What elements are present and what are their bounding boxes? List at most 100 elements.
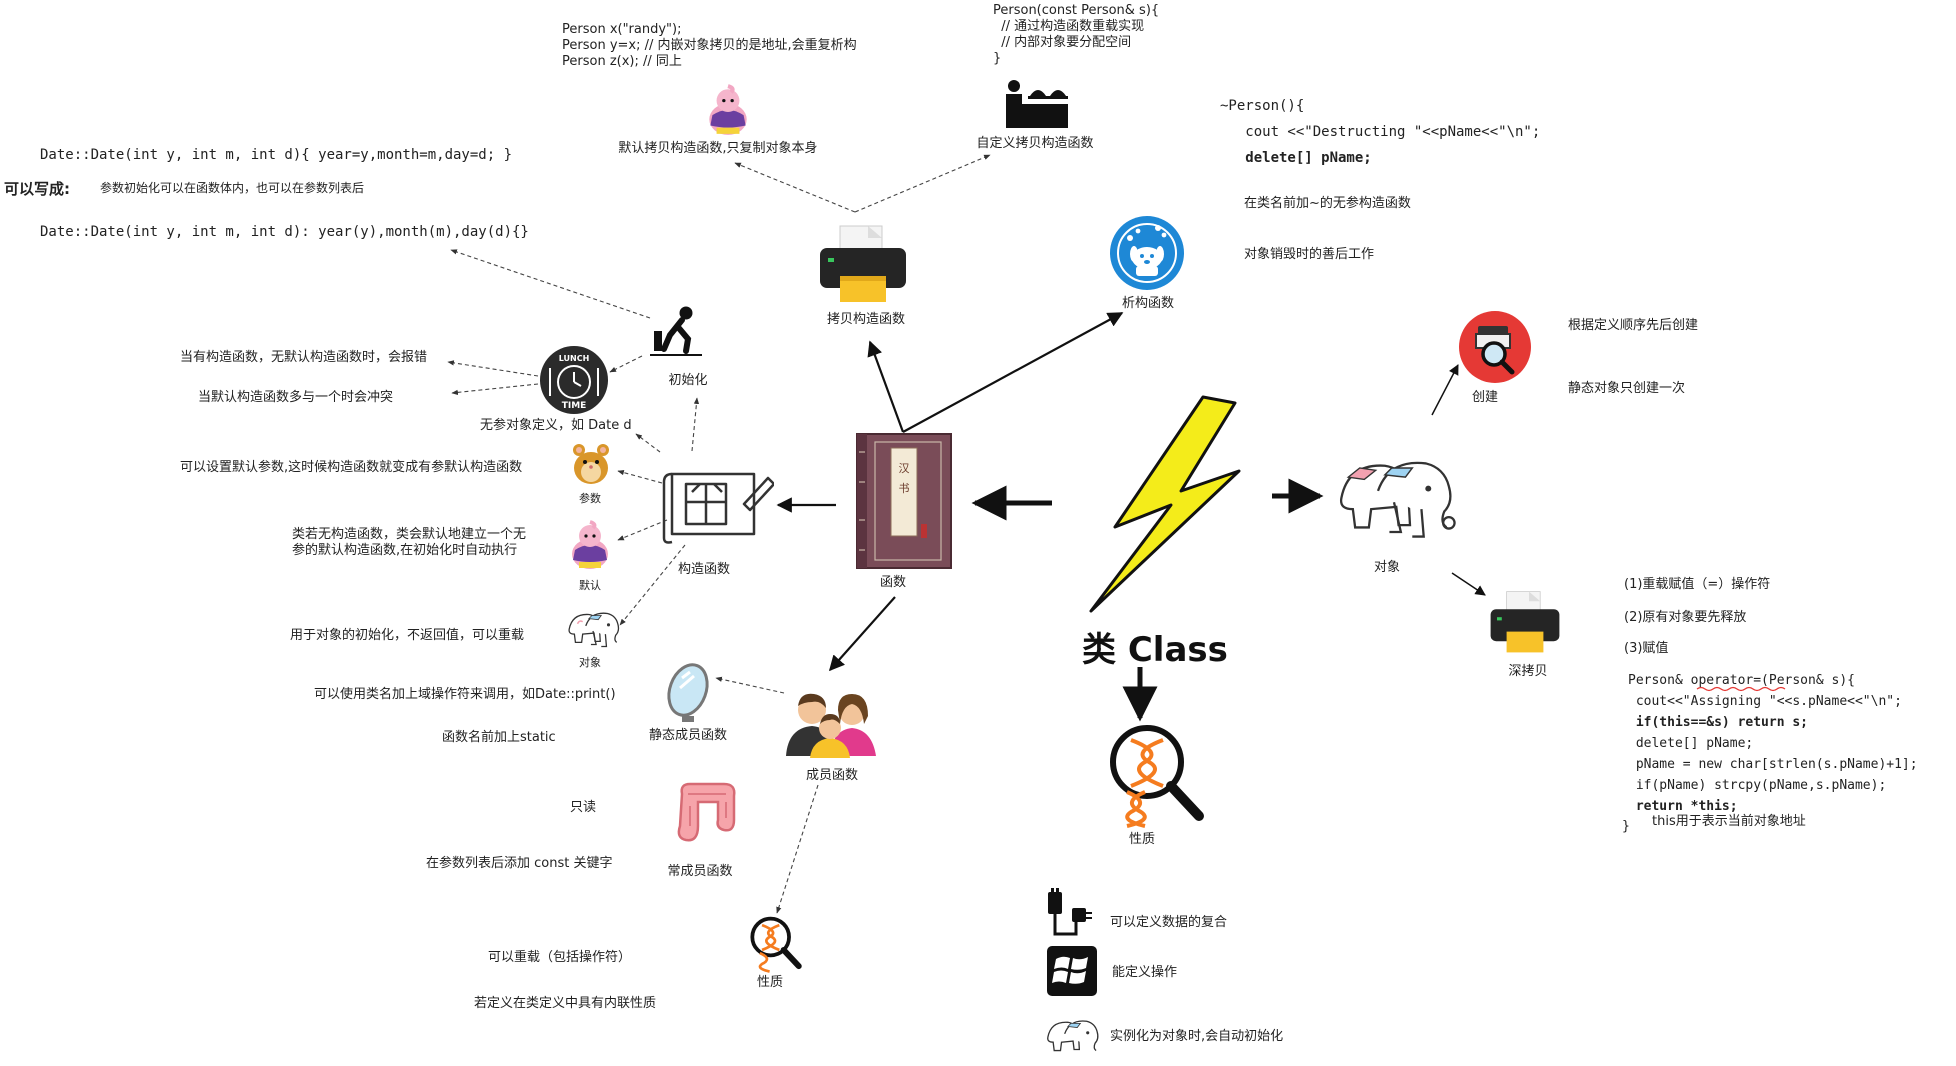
node-default-copy-label: 默认拷贝构造函数,只复制对象本身: [618, 141, 818, 156]
node-param-label: 参数: [579, 492, 601, 505]
edge-function-member: [828, 596, 896, 672]
this-note: this用于表示当前对象地址: [1652, 814, 1806, 829]
no-ctor-note-2: 参的默认构造函数,在初始化时自动执行: [292, 543, 518, 558]
node-custom-copy-label: 自定义拷贝构造函数: [976, 136, 1094, 151]
date-ctor-code-1: Date::Date(int y, int m, int d){ year=y,…: [40, 147, 513, 163]
edge-object-deepcopy: [1451, 572, 1486, 596]
edge-object-create: [1431, 364, 1459, 416]
default-param-note: 可以设置默认参数,这时候构造函数就变成有参默认构造函数: [180, 460, 523, 475]
copy-ctor-code-line-3: // 内部对象要分配空间: [993, 35, 1132, 50]
cleaning-person-icon: [650, 306, 702, 356]
elephant-instance-icon: [1047, 1020, 1099, 1052]
washing-dog-icon: [1110, 216, 1184, 290]
node-deep-copy-label: 深拷贝: [1508, 664, 1548, 679]
assign-code-line-4: delete[] pName;: [1628, 736, 1754, 751]
windows-logo-icon: [1047, 946, 1097, 996]
edge-copy-default: [734, 162, 856, 213]
node-member-fn-label: 成员函数: [805, 768, 859, 783]
node-ctor-label: 构造函数: [677, 562, 731, 577]
assign-code-line-1: Person& operator=(Person& s){: [1628, 673, 1855, 688]
svg-text:书: 书: [899, 482, 910, 495]
copy-example-line-3: Person z(x); // 同上: [562, 54, 682, 69]
chef-serving-icon: [1006, 80, 1068, 128]
hamster-icon: [573, 444, 609, 484]
copy-example-line-1: Person x("randy");: [562, 22, 682, 37]
intestine-icon: [677, 782, 736, 842]
composite-note: 可以定义数据的复合: [1110, 915, 1228, 930]
buu-character-icon-2: [709, 84, 747, 135]
edge-init-noparam: [635, 433, 661, 453]
assign-code-line-5: pName = new char[strlen(s.pName)+1];: [1628, 757, 1918, 772]
center-title: 类 Class: [1082, 630, 1228, 670]
spellcheck-underline: [1696, 686, 1786, 692]
mirror-icon: [667, 663, 709, 722]
assign-code-line-7: return *this;: [1628, 799, 1738, 814]
node-function-label: 函数: [879, 575, 907, 590]
dtor-code-line-2: cout <<"Destructing "<<pName<<"\n";: [1220, 124, 1541, 140]
node-nature-label: 性质: [1128, 832, 1156, 847]
svg-text:汉: 汉: [899, 462, 910, 475]
edge-ctor-default: [617, 519, 668, 541]
edge-lunch-conflict: [451, 383, 539, 396]
node-member-nature-label: 性质: [756, 975, 784, 990]
edge-copy-custom: [854, 154, 991, 213]
can-write-label: 可以写成:: [4, 180, 70, 198]
overload-assign-note: (1)重载赋值（=）操作符: [1624, 577, 1771, 592]
dtor-code-line-3: delete[] pName;: [1220, 150, 1372, 166]
power-plug-icon: [1048, 888, 1092, 936]
const-decl-note: 在参数列表后添加 const 关键字: [426, 856, 613, 871]
create-order-note: 根据定义顺序先后创建: [1568, 318, 1699, 333]
elephant-object-icon: [1339, 461, 1456, 538]
dna-magnifier-icon: [1110, 725, 1204, 828]
family-icon: [786, 693, 876, 758]
init-note: 参数初始化可以在函数体内，也可以在参数列表后: [100, 181, 365, 195]
book-icon: 汉 书: [856, 433, 952, 569]
static-call-note: 可以使用类名加上域操作符来调用，如Date::print(): [314, 687, 616, 702]
lightning-bolt-icon: [1089, 395, 1241, 613]
assign-code-line-6: if(pName) strcpy(pName,s.pName);: [1628, 778, 1887, 793]
dtor-name-note: 在类名前加~的无参构造函数: [1244, 196, 1411, 211]
copy-ctor-code-line-2: // 通过构造函数重载实现: [993, 19, 1145, 34]
printer-deep-copy-icon: [1490, 591, 1560, 653]
no-param-def-note: 无参对象定义，如 Date d: [480, 418, 632, 433]
dna-magnifier-icon-small: [750, 916, 802, 973]
release-first-note: (2)原有对象要先释放: [1624, 610, 1747, 625]
elephant-object-icon-small: [568, 612, 620, 648]
edge-ctor-init: [691, 397, 700, 452]
edge-function-copyctor: [867, 340, 905, 433]
printer-icon: [820, 225, 906, 302]
assign-code-line-8: }: [1622, 819, 1630, 834]
edge-ctor-object: [619, 544, 686, 626]
copy-example-line-2: Person y=x; // 内嵌对象拷贝的是地址,会重复析构: [562, 38, 857, 53]
define-ops-note: 能定义操作: [1112, 965, 1178, 980]
edge-init-lunch: [609, 355, 643, 373]
svg-text:LUNCH: LUNCH: [559, 354, 590, 363]
dtor-code-line-1: ~Person(){: [1220, 98, 1305, 114]
svg-text:TIME: TIME: [562, 401, 587, 411]
node-create-label: 创建: [1471, 390, 1499, 405]
buu-character-icon: [572, 520, 608, 569]
dtor-cleanup-note: 对象销毁时的善后工作: [1244, 247, 1375, 262]
node-ctor-object-label: 对象: [579, 656, 601, 669]
copy-ctor-code-line-4: }: [993, 51, 1002, 66]
node-init-label: 初始化: [668, 373, 708, 388]
node-default-label: 默认: [579, 579, 601, 592]
search-create-icon: [1459, 311, 1531, 383]
multi-default-conflict-note: 当默认构造函数多与一个时会冲突: [198, 390, 394, 405]
blueprint-icon: [662, 472, 774, 544]
assign-code-line-3: if(this==&s) return s;: [1628, 715, 1809, 730]
auto-init-note: 实例化为对象时,会自动初始化: [1110, 1029, 1284, 1044]
node-copy-ctor-label: 拷贝构造函数: [826, 312, 906, 327]
date-ctor-code-2: Date::Date(int y, int m, int d): year(y)…: [40, 224, 529, 240]
readonly-note: 只读: [570, 800, 597, 815]
edge-init-datecode: [450, 249, 651, 319]
overload-ops-note: 可以重载（包括操作符）: [488, 950, 632, 965]
assign-code-line-2: cout<<"Assigning "<<s.pName<<"\n";: [1628, 694, 1902, 709]
node-destructor-label: 析构函数: [1121, 296, 1175, 311]
inline-note: 若定义在类定义中具有内联性质: [474, 996, 657, 1011]
edge-member-nature: [776, 784, 819, 914]
static-once-note: 静态对象只创建一次: [1568, 381, 1686, 396]
edge-member-static: [715, 676, 785, 694]
has-ctor-error-note: 当有构造函数，无默认构造函数时，会报错: [180, 350, 428, 365]
